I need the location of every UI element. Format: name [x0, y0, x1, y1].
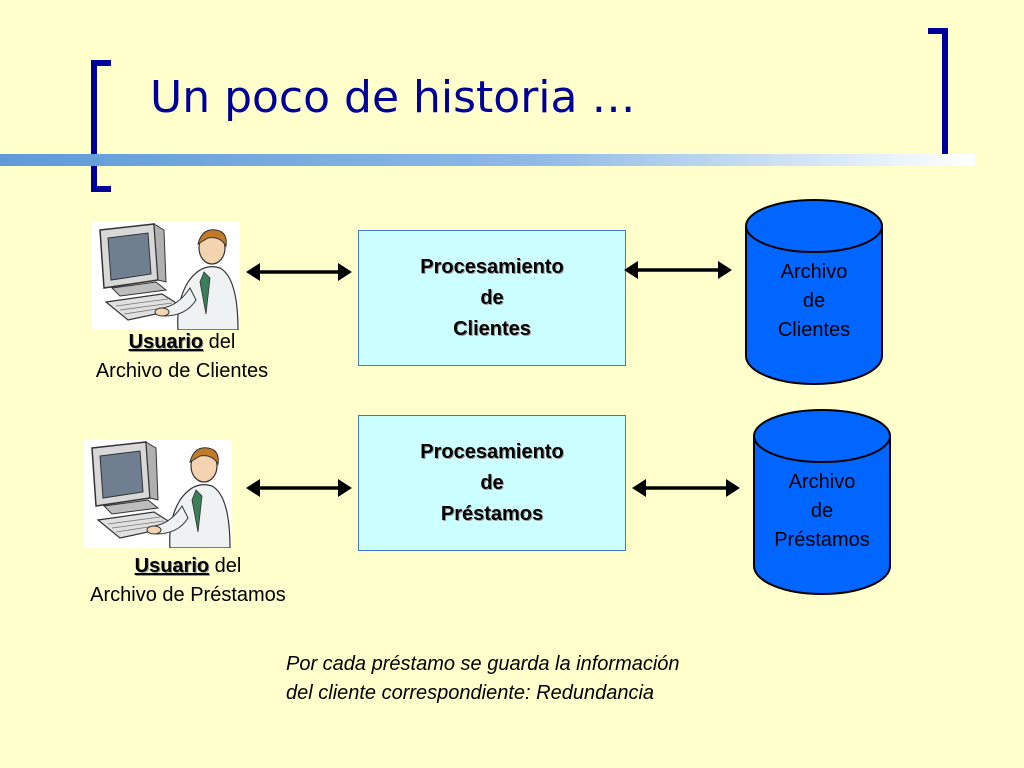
right-bracket-decoration: [928, 28, 948, 162]
file-label-prestamos: Archivo de Préstamos: [752, 468, 892, 555]
user-at-computer-icon: [84, 440, 232, 548]
process-line-1: Procesamiento: [420, 255, 564, 278]
process-line-2: de: [480, 471, 504, 494]
file-line-2: de: [802, 290, 826, 312]
process-box-clientes: Procesamiento de Clientes: [358, 230, 626, 366]
file-line-1: Archivo: [788, 471, 856, 493]
user-caption-clientes: Usuario del Archivo de Clientes: [70, 328, 294, 386]
process-line-1: Procesamiento: [420, 440, 564, 463]
database-cylinder-icon: Archivo de Clientes: [744, 198, 884, 388]
slide-title: Un poco de historia …: [150, 72, 636, 123]
title-underline-bar: [0, 154, 975, 166]
user-caption-line2: Archivo de Clientes: [95, 360, 269, 382]
process-box-prestamos: Procesamiento de Préstamos: [358, 415, 626, 551]
database-cylinder-icon: Archivo de Préstamos: [752, 408, 892, 598]
user-caption-line2: Archivo de Préstamos: [90, 584, 286, 606]
left-bracket-decoration: [91, 60, 111, 192]
user-at-computer-icon: [92, 222, 240, 330]
double-arrow-user-to-process-clientes: [246, 263, 352, 281]
note-line-1: Por cada préstamo se guarda la informaci…: [286, 653, 680, 675]
user-label-rest: del: [203, 331, 236, 353]
double-arrow-process-to-file-clientes: [624, 261, 732, 279]
process-line-3: Préstamos: [440, 502, 544, 525]
process-line-3: Clientes: [453, 317, 531, 340]
user-caption-prestamos: Usuario del Archivo de Préstamos: [60, 552, 316, 610]
user-label: Usuario: [128, 331, 204, 353]
double-arrow-user-to-process-prestamos: [246, 479, 352, 497]
file-line-3: Clientes: [777, 319, 851, 341]
file-line-2: de: [810, 500, 834, 522]
file-line-3: Préstamos: [774, 529, 870, 551]
file-line-1: Archivo: [780, 261, 848, 283]
note-line-2: del cliente correspondiente: Redundancia: [286, 682, 655, 704]
user-label-rest: del: [209, 555, 242, 577]
redundancy-note: Por cada préstamo se guarda la informaci…: [286, 650, 680, 708]
user-label: Usuario: [134, 555, 210, 577]
double-arrow-process-to-file-prestamos: [632, 479, 740, 497]
process-line-2: de: [480, 286, 504, 309]
file-label-clientes: Archivo de Clientes: [744, 258, 884, 345]
